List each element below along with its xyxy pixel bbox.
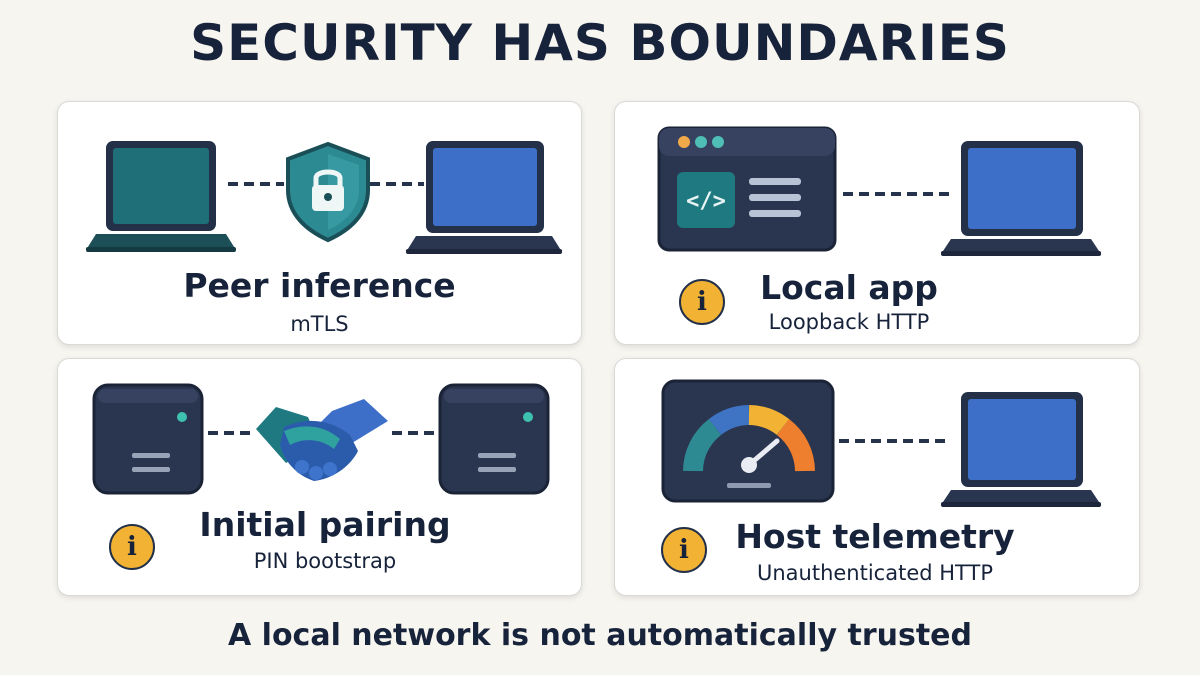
card-local-app-illustration: </> <box>657 126 1101 256</box>
svg-text:</>: </> <box>686 189 726 214</box>
laptop-teal-icon <box>86 141 236 252</box>
shield-lock-icon <box>286 141 370 243</box>
card-subtitle: Loopback HTTP <box>768 310 930 334</box>
info-icon: i <box>679 279 725 325</box>
app-window-code-icon: </> <box>657 126 837 252</box>
footer-caption: A local network is not automatically tru… <box>228 618 972 653</box>
card-title: Host telemetry <box>735 517 1015 556</box>
server-icon <box>92 383 204 495</box>
server-icon <box>438 383 550 495</box>
card-title: Peer inference <box>183 266 456 305</box>
card-host-telemetry: i Host telemetry Unauthenticated HTTP <box>614 358 1140 596</box>
info-icon: i <box>661 527 707 573</box>
card-initial-pairing-illustration <box>92 383 550 495</box>
card-title: Initial pairing <box>199 505 451 544</box>
gauge-dashboard-icon <box>661 379 835 503</box>
info-icon: i <box>109 524 155 570</box>
card-subtitle: mTLS <box>290 312 349 336</box>
page-title: SECURITY HAS BOUNDARIES <box>190 14 1010 72</box>
card-peer-inference-illustration <box>86 141 562 254</box>
handshake-icon <box>256 399 388 481</box>
card-subtitle: Unauthenticated HTTP <box>756 561 993 585</box>
laptop-blue-icon <box>941 392 1101 507</box>
laptop-blue-icon <box>941 141 1101 256</box>
card-initial-pairing: i Initial pairing PIN bootstrap <box>57 358 582 596</box>
card-peer-inference: Peer inference mTLS <box>57 101 582 345</box>
laptop-blue-icon <box>406 141 562 254</box>
card-host-telemetry-illustration <box>661 379 1101 507</box>
card-title: Local app <box>760 268 938 307</box>
card-local-app: </> i Local app Loopback HTTP <box>614 101 1140 345</box>
card-subtitle: PIN bootstrap <box>253 549 397 573</box>
